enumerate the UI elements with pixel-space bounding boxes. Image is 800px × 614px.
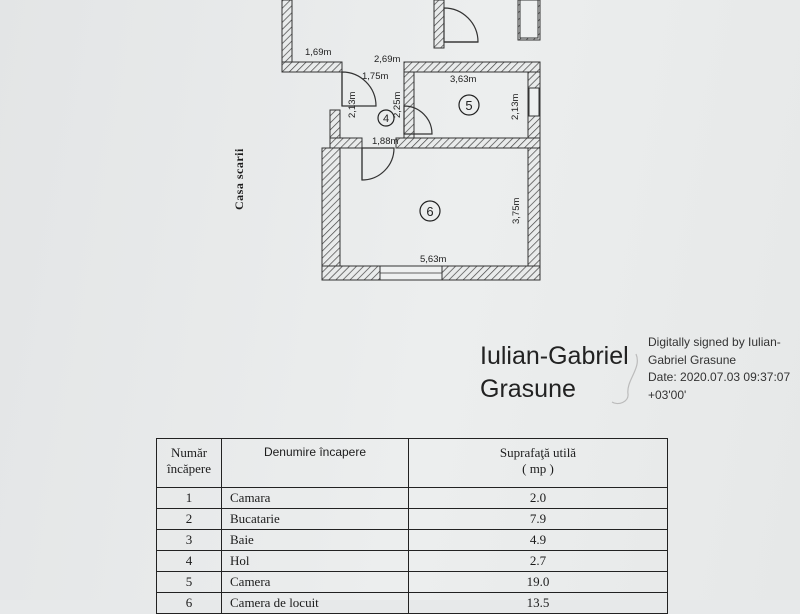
signer-name-line1: Iulian-Gabriel	[480, 342, 629, 370]
signature-detail-line: +03'00'	[648, 387, 687, 402]
dimension-label: 3,75m	[511, 198, 522, 224]
table-row: 5 Camera 19.0	[156, 571, 668, 593]
window	[519, 0, 539, 39]
signer-name: Iulian-Gabriel Grasune	[480, 340, 629, 406]
room-name-cell: Bucatarie	[221, 508, 409, 530]
dimension-label: 3,63m	[450, 74, 476, 85]
wall	[281, 0, 293, 63]
stair-label: Casa scarii	[232, 148, 246, 210]
wall	[321, 147, 341, 281]
wall	[403, 71, 415, 139]
dimension-label: 2,13m	[347, 92, 358, 118]
room-name-cell: Baie	[221, 529, 409, 551]
signature-detail-line: Digitally signed by Iulian-	[648, 335, 781, 349]
dimension-label: 1,88m	[372, 136, 398, 147]
table-row: 6 Camera de locuit 13.5	[156, 592, 668, 614]
room-number-cell: 6	[156, 592, 222, 614]
room-number-circle-5	[458, 94, 480, 116]
dimension-label: 5,63m	[420, 254, 446, 265]
window	[528, 87, 540, 117]
room-area-cell: 19.0	[408, 571, 668, 593]
wall	[403, 61, 541, 73]
dimension-label: 1,75m	[362, 71, 388, 82]
digital-signature-details: Digitally signed by Iulian- Gabriel Gras…	[648, 334, 790, 404]
table-header-row: Număr încăpere Denumire încapere Suprafa…	[156, 438, 668, 488]
wall	[433, 0, 445, 49]
room-number-cell: 3	[156, 529, 222, 551]
room-name-cell: Camera	[221, 571, 409, 593]
signer-name-line2: Grasune	[480, 375, 576, 403]
room-number-4: 4	[383, 113, 389, 125]
room-area-cell: 2.7	[408, 550, 668, 572]
room-name-cell: Camera de locuit	[221, 592, 409, 614]
signature-detail-line: Date: 2020.07.03 09:37:07	[648, 370, 791, 384]
room-area-cell: 7.9	[408, 508, 668, 530]
room-number-cell: 5	[156, 571, 222, 593]
dimension-label: 2,13m	[510, 94, 521, 120]
room-number-cell: 2	[156, 508, 222, 530]
signature-detail-line: Gabriel Grasune	[648, 352, 737, 367]
room-area-cell: 2.0	[408, 487, 668, 509]
dimension-label: 2,69m	[374, 54, 400, 65]
table-row: 1 Camara 2.0	[156, 487, 668, 509]
header-room-name: Denumire încapere	[221, 438, 409, 488]
room-name-cell: Hol	[221, 550, 409, 572]
dimension-label: 2,25m	[392, 92, 403, 118]
floor-plan: 4 5 6 1,69m 2,69m 1,75m 3,63m 2,13m 2,25…	[281, 0, 541, 281]
room-number-cell: 4	[156, 550, 222, 572]
dimension-label: 1,69m	[305, 47, 331, 58]
room-number-circle-4	[377, 109, 395, 127]
room-area-cell: 4.9	[408, 529, 668, 551]
room-number-cell: 1	[156, 487, 222, 509]
header-usable-area: Suprafaţă utilă ( mp )	[408, 438, 668, 488]
door-swing	[361, 147, 395, 181]
room-number-6: 6	[426, 204, 433, 219]
door-swing	[403, 105, 433, 135]
room-name-cell: Camara	[221, 487, 409, 509]
table-row: 4 Hol 2.7	[156, 550, 668, 572]
wall	[329, 109, 341, 141]
table-row: 3 Baie 4.9	[156, 529, 668, 551]
door-swing	[443, 7, 479, 43]
wall	[281, 61, 343, 73]
signature-scribble	[611, 353, 638, 405]
room-number-5: 5	[465, 98, 472, 113]
room-number-circle-6	[419, 200, 441, 222]
room-area-table: Număr încăpere Denumire încapere Suprafa…	[156, 438, 668, 614]
room-area-cell: 13.5	[408, 592, 668, 614]
wall	[395, 137, 541, 149]
header-room-number: Număr încăpere	[156, 438, 222, 488]
table-row: 2 Bucatarie 7.9	[156, 508, 668, 530]
wall	[329, 137, 363, 149]
door-swing	[341, 71, 377, 107]
